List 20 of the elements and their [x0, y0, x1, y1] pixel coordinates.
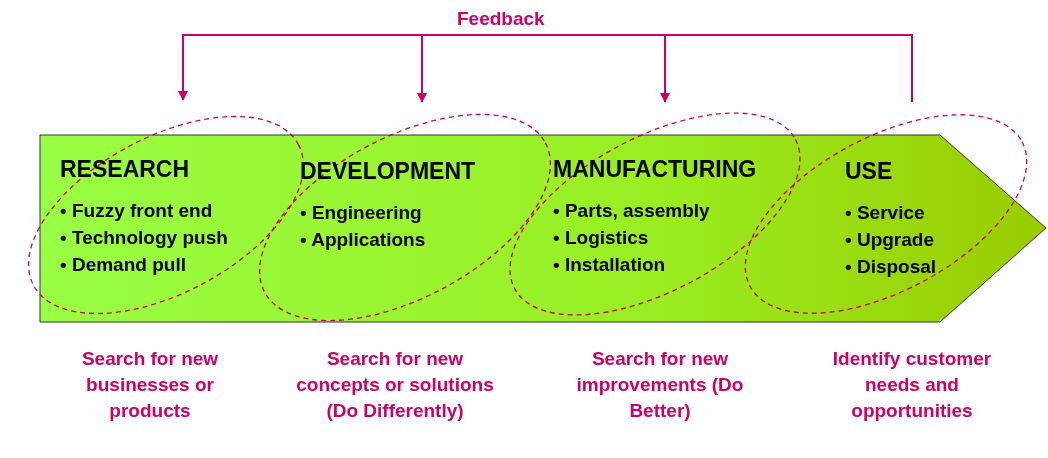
- bullet-item: • Applications: [300, 229, 426, 251]
- phase-heading: RESEARCH: [60, 156, 190, 183]
- bullet-item: • Parts, assembly: [553, 200, 710, 222]
- bullet-item: • Demand pull: [60, 254, 186, 276]
- bullet-item: • Fuzzy front end: [60, 200, 213, 222]
- phase-caption: Search for new businesses or products: [80, 347, 220, 423]
- phase-caption: Search for new concepts or solutions (Do Differently): [295, 347, 495, 423]
- phase-caption: Identify customer needs and opportunities: [831, 347, 993, 423]
- phase-heading: DEVELOPMENT: [300, 158, 476, 185]
- bullet-item: • Disposal: [845, 256, 937, 278]
- phase-heading: MANUFACTURING: [553, 156, 757, 183]
- bullet-item: • Technology push: [60, 227, 228, 249]
- bullet-item: • Installation: [553, 254, 666, 276]
- phase-heading: USE: [845, 158, 893, 185]
- phase-caption: Search for new improvements (Do Better): [575, 347, 745, 423]
- bullet-item: • Service: [845, 202, 925, 224]
- feedback-arrow: [660, 34, 913, 103]
- bullet-item: • Upgrade: [845, 229, 934, 251]
- bullet-item: • Logistics: [553, 227, 649, 249]
- bullet-item: • Engineering: [300, 202, 422, 224]
